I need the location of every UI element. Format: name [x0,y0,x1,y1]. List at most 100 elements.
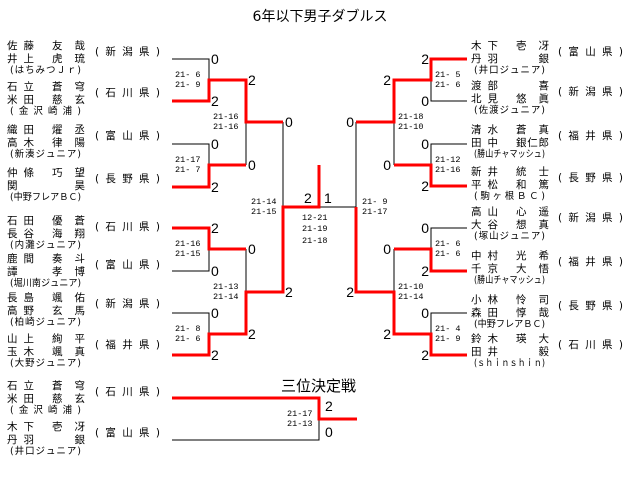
text-char: ア [530,231,541,242]
text-char: 佐 [7,40,18,52]
text-char: 渡 [471,80,482,92]
player-surname: 玉木 [7,346,34,358]
text-char: 野 [486,319,496,330]
text-char: 和 [516,179,527,191]
text-char: 丹 [471,53,482,65]
bracket-line [172,58,210,80]
text-char: 丹 [7,434,18,446]
text-char: ジ [35,317,46,328]
player-given-name: 慈玄 [52,94,85,106]
winner-path-line [394,163,467,188]
player-name: 山上絢平 [7,333,85,345]
text-char: 玉 [7,346,18,358]
player-surname: 平松 [471,179,498,191]
text-char: ( [10,192,14,203]
team-entry: 石田優蒼長谷海翔(内灘ジュニア)(石川県) [7,215,167,251]
text-char: み [35,65,46,76]
player-given-name: 奏斗 [52,253,85,265]
text-char: ( [558,46,563,58]
text-char: 木 [471,40,482,52]
prefecture: (福井県) [558,256,623,268]
club-name: (塚山ジュニア) [474,231,545,242]
text-char: 野 [585,300,596,312]
text-char: 県 [602,300,613,312]
text-char: 遥 [538,206,550,218]
club-name: (井口ジュニア) [474,65,545,76]
text-char: ア [66,149,77,160]
text-char: ( [10,240,14,251]
text-char: 金 [18,405,29,416]
player-surname: 石立 [7,380,34,392]
text-char: シ [525,275,534,286]
text-char: 山 [7,333,18,345]
text-char: 関 [7,180,18,192]
player-given-name: 蒼真 [516,124,549,136]
text-char: フ [495,319,505,330]
winner-path-line [172,226,246,251]
match-score: 2 [211,220,219,236]
prefecture: (新潟県) [95,46,160,58]
match-score: 1 [324,190,332,206]
text-char: 馬 [74,305,86,317]
prefecture: (石川県) [558,339,623,351]
text-char: 新 [14,149,25,160]
player-surname: 森田 [471,307,498,319]
text-char: 高 [7,305,18,317]
text-char: ( [95,386,100,398]
game-score: 21-17 [362,207,388,217]
text-char: 堀 [13,278,23,289]
text-char: ア [530,105,541,116]
text-char: 県 [602,339,613,351]
text-char: チ [493,149,502,160]
text-char: ) [618,46,623,58]
text-char: 山 [487,206,499,218]
prefecture: (新潟県) [558,86,623,98]
text-char: 大 [516,263,527,275]
match-score: 2 [248,326,256,342]
text-char: 佐 [478,105,489,116]
text-char: 山 [485,275,494,286]
match-score: 2 [248,72,256,88]
bracket-line [172,143,210,165]
club-name: (大野ジュニア) [10,358,81,369]
text-char: ( [474,275,478,286]
player-name: 清水蒼真 [471,124,549,136]
text-char: ( [558,300,563,312]
text-char: ) [541,231,545,242]
text-char: ) [155,386,160,398]
text-char: ) [77,240,81,251]
text-char: ( [95,298,100,310]
winner-path-line [172,78,283,124]
text-char: 穹 [74,380,86,392]
prefecture: (富山県) [95,259,160,271]
team-entry: 石立蒼穹米田慈玄(金沢崎浦)(石川県) [7,81,167,117]
text-char: Ｂ [516,191,527,202]
text-char: ｓ [509,358,518,369]
text-char: ( [95,221,100,233]
player-name: 織田燿丞 [7,124,85,136]
text-char: 福 [568,130,579,142]
text-char: 谷 [23,228,35,240]
text-char: 井 [122,339,133,351]
text-char: 玄 [74,393,86,405]
text-char: ア [530,65,541,76]
club-name: (堀川南ジュニア) [10,278,81,289]
text-char: 沢 [33,106,43,117]
text-char: 羽 [23,434,35,446]
text-char: 山 [489,231,499,242]
text-char: 富 [105,259,116,271]
text-char: ニ [520,65,530,76]
text-char: 長 [7,228,18,240]
text-char: ュ [509,105,520,116]
text-char: 颯 [52,346,63,358]
text-char: 井 [585,130,596,142]
text-char: 沢 [33,405,43,416]
text-char: ) [77,192,82,203]
player-surname: 石田 [7,215,34,227]
prefecture: (長野県) [95,173,160,185]
text-char: 県 [602,86,613,98]
text-char: 士 [538,166,550,178]
text-char: 県 [139,46,150,58]
team-entry: 鹿間奏斗譚孝博(堀川南ジュニア)(富山県) [7,253,167,289]
